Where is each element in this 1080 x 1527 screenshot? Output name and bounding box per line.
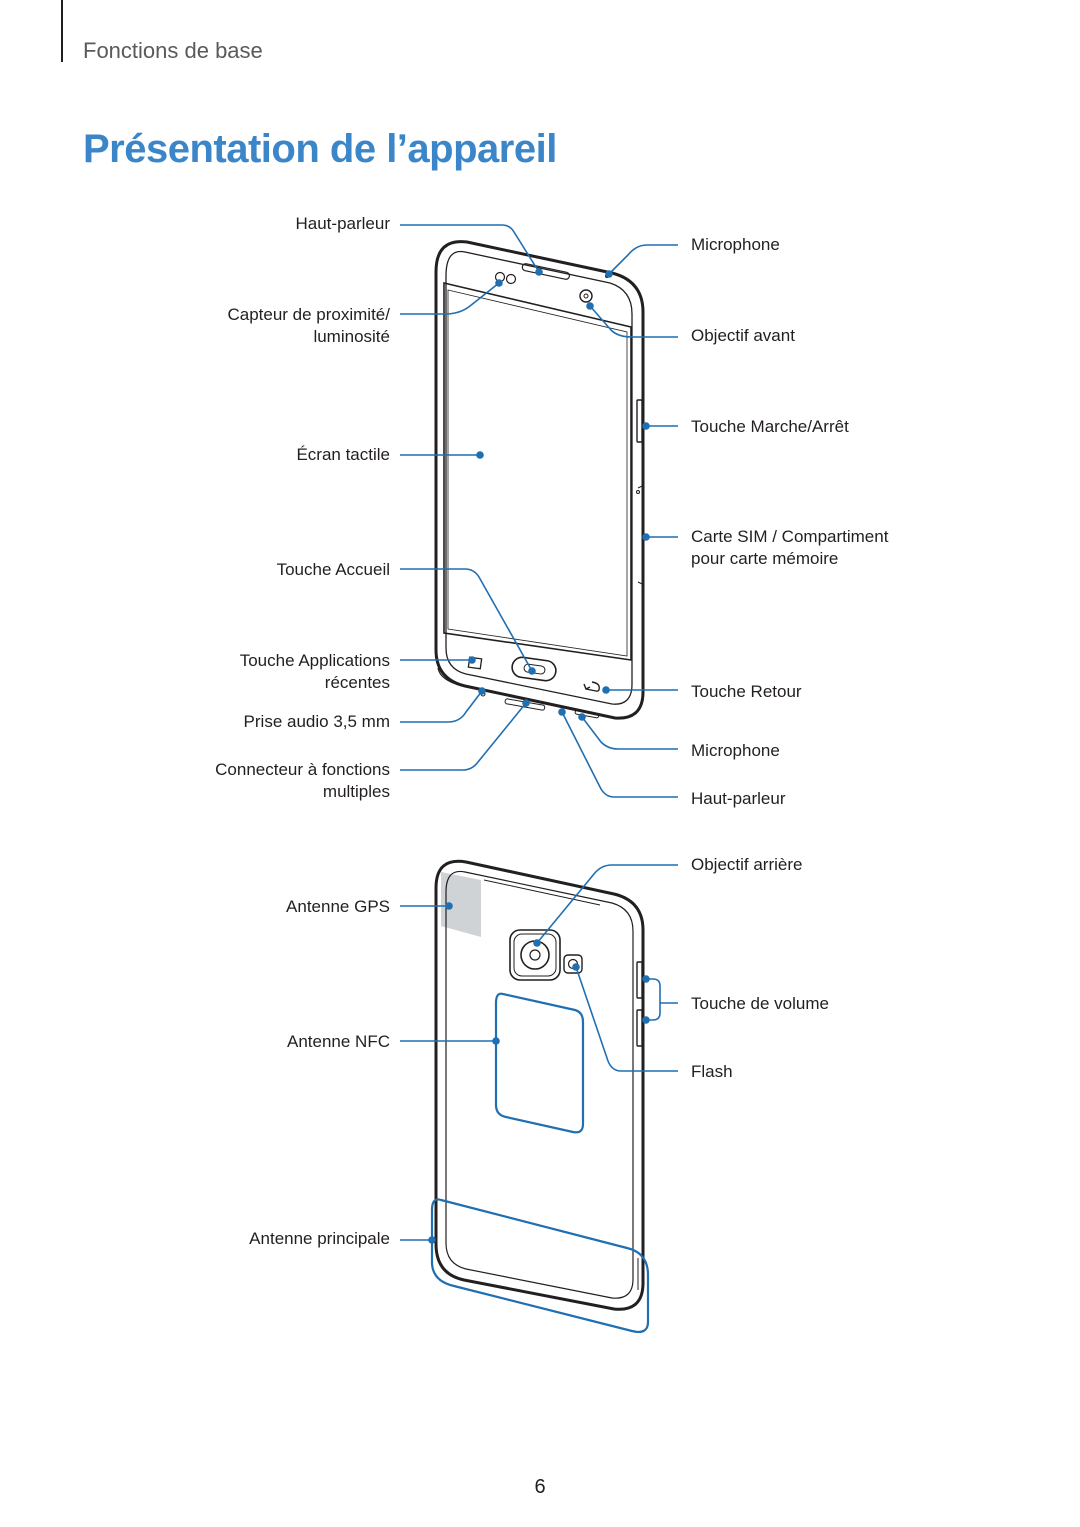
page-title: Présentation de l’appareil [83,127,557,171]
front-body-outline [434,240,645,720]
gps-antenna-area [441,872,481,937]
label-multipurpose-jack: Connecteur à fonctions multiples [215,760,390,801]
label-main-antenna: Antenne principale [249,1229,390,1248]
label-microphone-top: Microphone [691,235,780,254]
front-camera-icon [579,289,593,303]
label-proximity-sensor: Capteur de proximité/ luminosité [227,305,390,346]
page-number: 6 [534,1476,546,1498]
back-inner-edge [445,870,634,1299]
section-header: Fonctions de base [83,38,263,63]
label-speaker-bottom: Haut-parleur [691,789,786,808]
front-callout-dots [468,268,650,721]
sim-tray [637,485,643,585]
label-home-key: Touche Accueil [276,560,390,579]
flash-icon [563,954,583,974]
label-flash: Flash [691,1062,733,1081]
back-body-outline [434,859,645,1311]
label-volume-key: Touche de volume [691,994,829,1013]
label-power-key: Touche Marche/Arrêt [691,417,849,436]
back-phone-illustration [434,859,645,1311]
rear-camera-module [509,929,561,981]
touchscreen [443,281,632,661]
bottom-edge [437,667,463,687]
main-antenna-outline [430,1198,650,1334]
label-rear-camera: Objectif arrière [691,855,803,874]
back-icon [583,681,600,692]
label-nfc-antenna: Antenne NFC [287,1032,390,1051]
label-speaker-top: Haut-parleur [295,214,391,233]
front-phone-illustration [434,240,645,720]
label-gps-antenna: Antenne GPS [286,897,390,916]
back-callouts [400,864,678,1334]
margin-rule [61,0,63,62]
power-key [636,399,643,443]
front-callouts [400,224,678,798]
label-audio-jack: Prise audio 3,5 mm [243,712,390,731]
back-callout-dots [428,902,650,1244]
earpiece-speaker [521,263,571,280]
nfc-antenna-outline [494,992,585,1134]
label-sim-tray: Carte SIM / Compartiment pour carte mémo… [691,527,889,568]
screen-inner [447,289,628,657]
label-back-key: Touche Retour [691,682,802,701]
label-recent-apps: Touche Applications récentes [239,651,390,692]
label-front-camera: Objectif avant [691,326,795,345]
home-key [511,656,557,682]
front-bezel-edge [445,250,633,705]
volume-up-key [636,961,643,999]
label-microphone-bottom: Microphone [691,741,780,760]
label-touchscreen: Écran tactile [296,445,390,464]
volume-down-key [636,1009,643,1047]
